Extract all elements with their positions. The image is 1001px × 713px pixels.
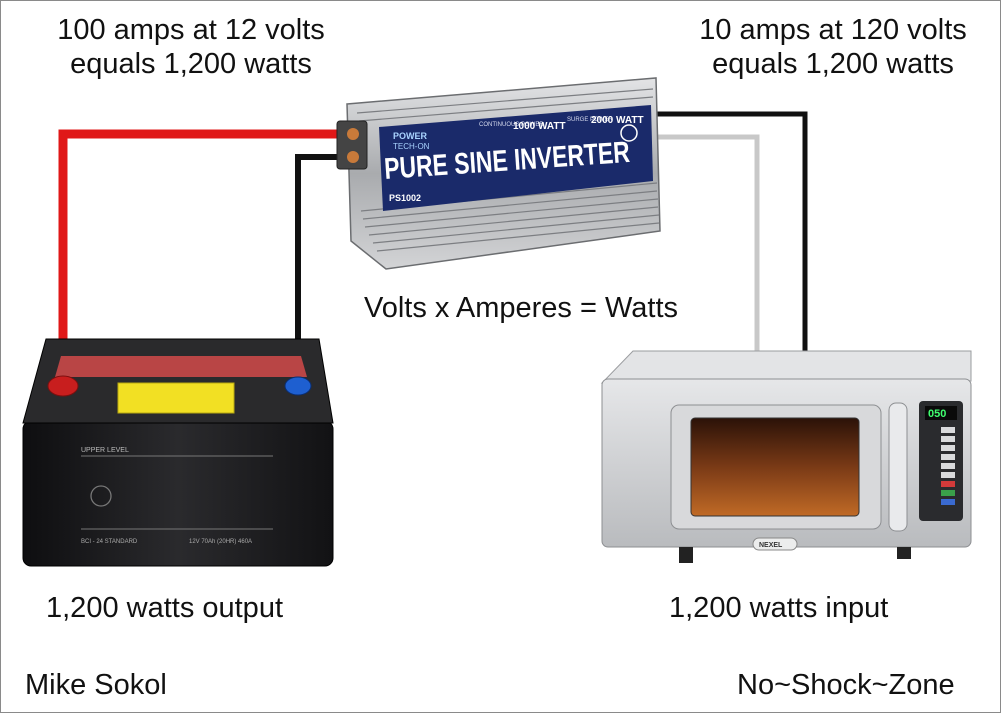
microwave-brand-badge bbox=[752, 537, 798, 551]
microwave-unit: 050 NEXEL bbox=[600, 350, 972, 563]
microwave-door-handle bbox=[888, 402, 908, 532]
ac-side-caption-line1: 10 amps at 120 volts bbox=[699, 14, 967, 46]
battery-rating-text: 12V 70Ah (20HR) 460A bbox=[189, 539, 252, 545]
inverter-surge-label: SURGE POWER bbox=[567, 117, 613, 123]
microwave-foot-right bbox=[897, 547, 911, 559]
dc-positive-post bbox=[347, 128, 359, 140]
microwave-brand-text: NEXEL bbox=[759, 542, 783, 549]
inverter-maker-line2: TECH-ON bbox=[393, 142, 430, 151]
inverter-certification-mark bbox=[620, 124, 638, 142]
battery-upper-level-text: UPPER LEVEL bbox=[81, 447, 129, 454]
battery-warning-stripe bbox=[55, 356, 307, 377]
ac-side-caption-line2: equals 1,200 watts bbox=[712, 48, 954, 80]
inverter-surge-value: 2000 WATT bbox=[591, 115, 644, 126]
battery-standard-text: BCI - 24 STANDARD bbox=[81, 539, 138, 545]
microwave-window bbox=[690, 417, 860, 517]
positive-dc-wire bbox=[58, 129, 356, 371]
ac-neutral-wire bbox=[656, 134, 760, 351]
inverter-cooling-fins bbox=[356, 88, 660, 252]
battery-output-caption: 1,200 watts output bbox=[46, 592, 283, 624]
battery-warning-sticker bbox=[117, 382, 235, 414]
battery-body bbox=[22, 420, 334, 567]
dc-wires bbox=[58, 129, 356, 371]
dc-side-caption: 100 amps at 12 volts equals 1,200 watts bbox=[31, 13, 351, 81]
microwave-display-text: 050 bbox=[928, 408, 946, 420]
inverter-continuous-label: CONTINUOUS POWER bbox=[479, 122, 544, 128]
battery-positive-terminal bbox=[47, 375, 79, 397]
dc-side-caption-line2: equals 1,200 watts bbox=[70, 48, 312, 80]
formula-caption: Volts x Amperes = Watts bbox=[363, 292, 678, 324]
battery-unit: UPPER LEVEL BCI - 24 STANDARD 12V 70Ah (… bbox=[22, 338, 334, 567]
ac-hot-wire bbox=[656, 111, 808, 351]
microwave-keypad bbox=[941, 427, 955, 505]
inverter-label-panel bbox=[379, 105, 653, 211]
microwave-top bbox=[600, 350, 972, 384]
inverter-model: PS1002 bbox=[389, 193, 421, 203]
inverter-maker-line1: POWER bbox=[393, 131, 428, 141]
ac-side-caption: 10 amps at 120 volts equals 1,200 watts bbox=[683, 13, 983, 81]
inverter-unit: POWER TECH-ON CONTINUOUS POWER 1000 WATT… bbox=[336, 77, 661, 270]
microwave-foot-left bbox=[679, 547, 693, 563]
dc-side-caption-line1: 100 amps at 12 volts bbox=[57, 14, 325, 46]
brand-credit: No~Shock~Zone bbox=[737, 669, 955, 701]
dc-input-terminal-block bbox=[336, 120, 368, 170]
microwave-display bbox=[925, 406, 957, 420]
battery-negative-terminal bbox=[284, 376, 312, 396]
ac-wires bbox=[656, 111, 808, 351]
author-credit: Mike Sokol bbox=[25, 669, 167, 701]
dc-negative-post bbox=[347, 151, 359, 163]
battery-recycle-icon bbox=[90, 485, 112, 507]
inverter-continuous-value: 1000 WATT bbox=[513, 121, 566, 132]
microwave-input-caption: 1,200 watts input bbox=[669, 592, 889, 624]
